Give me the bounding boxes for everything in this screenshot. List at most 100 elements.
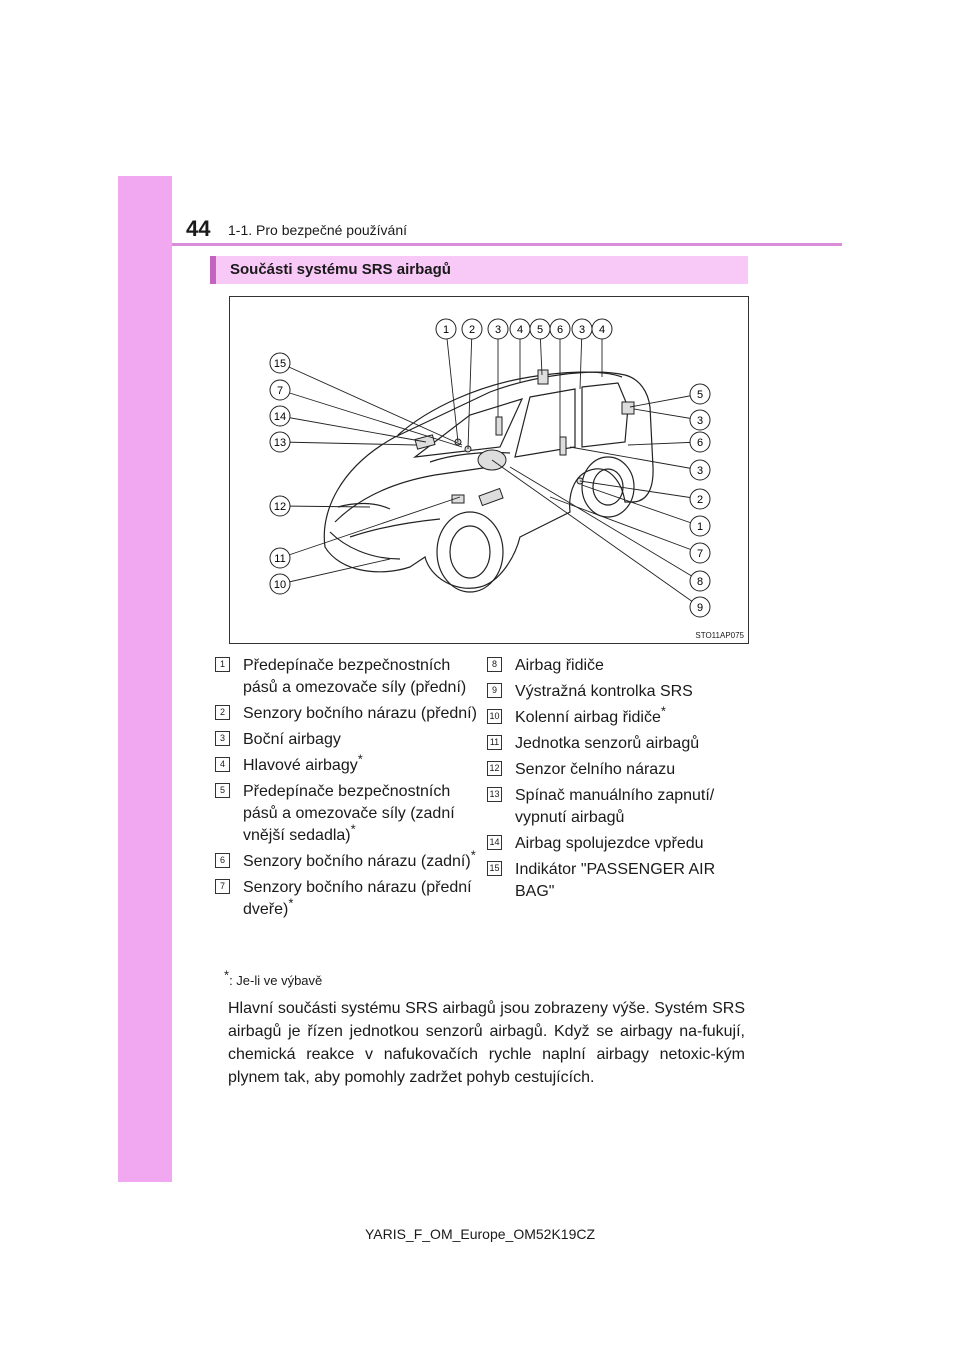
legend-star: * [288,896,293,911]
section-title: Součásti systému SRS airbagů [230,261,451,278]
callout-4: 4 [510,319,530,382]
callout-label: 2 [469,324,475,336]
callout-3: 3 [488,319,508,417]
callout-2: 2 [462,319,482,449]
legend-right: 8 Airbag řidiče 9 Výstražná kontrolka SRS 10… [487,655,749,907]
callout-label: 15 [274,358,286,370]
callout-6: 6 [628,432,710,452]
callout-1: 1 [582,485,710,536]
section-heading: Součásti systému SRS airbagů [210,256,748,284]
callout-label: 12 [274,501,286,513]
legend-text: Airbag řidiče [515,657,604,674]
image-code: STO11AP075 [695,631,744,640]
legend-star: * [358,752,363,767]
legend-text: Airbag spolujezdce vpředu [515,835,704,852]
callout-label: 6 [557,324,563,336]
legend-number: 9 [487,683,502,698]
legend-text: Jednotka senzorů airbagů [515,735,699,752]
legend-item: 9 Výstražná kontrolka SRS [487,681,749,703]
callout-5: 5 [530,319,550,375]
legend-number: 5 [215,783,230,798]
callout-label: 2 [697,494,703,506]
callout-6: 6 [550,319,570,437]
callout-label: 9 [697,602,703,614]
legend-star: * [471,848,476,863]
callout-3: 3 [634,409,710,430]
callout-13: 13 [270,432,416,452]
legend-text: Hlavové airbagy [243,757,358,774]
callout-5: 5 [630,384,710,407]
callout-label: 3 [495,324,501,336]
callout-label: 4 [599,324,605,336]
legend-item: 1 Předepínače bezpečnostních pásů a omezo… [215,655,477,699]
legend-text: Spínač manuálního zapnutí/ vypnutí airba… [515,787,714,826]
chapter-tab-bar [118,176,172,1182]
callout-label: 10 [274,579,286,591]
chapter-title: 1-1. Pro bezpečné používání [228,222,407,238]
legend-item: 4 Hlavové airbagy* [215,755,477,777]
callout-4: 4 [592,319,612,377]
callout-label: 13 [274,437,286,449]
legend-text: Senzor čelního nárazu [515,761,675,778]
callout-label: 5 [697,389,703,401]
legend-number: 10 [487,709,502,724]
legend-item: 5 Předepínače bezpečnostních pásů a omezo… [215,781,477,847]
legend-item: 13 Spínač manuálního zapnutí/ vypnutí air… [487,785,749,829]
callout-7: 7 [550,497,710,563]
page-number: 44 [186,216,210,242]
legend-number: 11 [487,735,502,750]
legend-number: 8 [487,657,502,672]
document-footer: YARIS_F_OM_Europe_OM52K19CZ [0,1226,960,1242]
legend-number: 14 [487,835,502,850]
legend-number: 15 [487,861,502,876]
legend-star: * [661,704,666,719]
body-paragraph: Hlavní součásti systému SRS airbagů jsou… [228,997,745,1089]
legend-item: 12 Senzor čelního nárazu [487,759,749,781]
legend-number: 12 [487,761,502,776]
footnote: *: Je-li ve výbavě [224,973,322,988]
legend-item: 2 Senzory bočního nárazu (přední) [215,703,477,725]
legend-text: Předepínače bezpečnostních pásů a omezov… [243,783,455,844]
legend-text: Kolenní airbag řidiče [515,709,661,726]
legend-number: 3 [215,731,230,746]
legend-item: 3 Boční airbagy [215,729,477,751]
legend-item: 14 Airbag spolujezdce vpředu [487,833,749,855]
legend-item: 11 Jednotka senzorů airbagů [487,733,749,755]
callout-label: 5 [537,324,543,336]
legend-number: 13 [487,787,502,802]
legend-number: 6 [215,853,230,868]
legend-number: 2 [215,705,230,720]
callout-label: 1 [697,521,703,533]
callout-9: 9 [492,460,710,617]
callout-label: 7 [277,385,283,397]
legend-item: 10 Kolenní airbag řidiče* [487,707,749,729]
legend-text: Výstražná kontrolka SRS [515,683,693,700]
callout-2: 2 [580,481,710,509]
legend-item: 8 Airbag řidiče [487,655,749,677]
callout-label: 11 [274,553,285,565]
callout-label: 14 [274,411,286,423]
callout-label: 8 [697,576,703,588]
callout-label: 1 [443,324,449,336]
legend-star: * [351,822,356,837]
legend-text: Indikátor "PASSENGER AIR BAG" [515,861,715,900]
callout-3: 3 [572,319,592,389]
legend-number: 4 [215,757,230,772]
legend-text: Boční airbagy [243,731,341,748]
callout-label: 3 [579,324,585,336]
legend-text: Senzory bočního nárazu (přední dveře) [243,879,472,918]
callout-label: 4 [517,324,523,336]
footnote-text: : Je-li ve výbavě [229,973,322,988]
callout-label: 3 [697,415,703,427]
legend-text: Předepínače bezpečnostních pásů a omezov… [243,657,466,696]
legend-number: 1 [215,657,230,672]
callout-label: 6 [697,437,703,449]
legend-text: Senzory bočního nárazu (přední) [243,705,477,722]
legend-item: 15 Indikátor "PASSENGER AIR BAG" [487,859,749,903]
callout-label: 7 [697,548,703,560]
